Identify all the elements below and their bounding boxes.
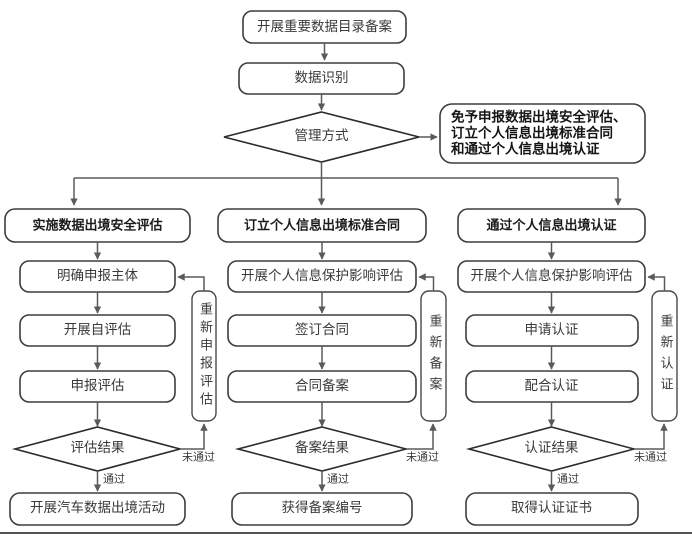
branch-certification: 通过个人信息出境认证 开展个人信息保护影响评估 申请认证 配合认证 认证结果 未… xyxy=(457,208,678,526)
branch-contract-step-1[interactable]: 开展个人信息保护影响评估 xyxy=(227,260,417,293)
branch-assessment-step-1-label: 明确申报主体 xyxy=(57,268,138,283)
branch-certification-header[interactable]: 通过个人信息出境认证 xyxy=(457,208,646,243)
branch-certification-pass-label: 通过 xyxy=(557,473,579,486)
node-exempt-callout-shape xyxy=(439,103,646,164)
connector-assessment-fail-loop xyxy=(180,423,208,450)
branch-contract-loop-box-label: 重新备案 xyxy=(428,313,443,398)
node-exempt-callout-line1: 免予申报数据出境安全评估、 xyxy=(451,109,627,125)
branch-contract-fail-label: 未通过 xyxy=(406,451,439,464)
connector-certification-loop-return xyxy=(647,273,666,291)
branch-assessment-loop-box[interactable]: 重新申报评估 xyxy=(191,290,217,422)
branch-contract-decision-label: 备案结果 xyxy=(295,439,349,455)
branch-assessment-header[interactable]: 实施数据出境安全评估 xyxy=(4,208,191,243)
branch-certification-step-2-label: 申请认证 xyxy=(525,322,579,337)
branch-assessment-step-3[interactable]: 申报评估 xyxy=(19,370,176,403)
branch-assessment-step-1[interactable]: 明确申报主体 xyxy=(19,260,176,293)
branch-certification-step-2[interactable]: 申请认证 xyxy=(465,314,639,347)
node-exempt-callout[interactable]: 免予申报数据出境安全评估、 订立个人信息出境标准合同 和通过个人信息出境认证 xyxy=(439,103,646,164)
branch-assessment-pass-label: 通过 xyxy=(103,473,125,486)
branch-assessment-fail-label: 未通过 xyxy=(182,451,215,464)
node-data-identification[interactable]: 数据识别 xyxy=(238,62,405,95)
branch-assessment-step-3-label: 申报评估 xyxy=(71,378,125,393)
branch-assessment-loop-box-label: 重新申报评估 xyxy=(198,301,213,410)
decision-management-method[interactable]: 管理方式 xyxy=(223,111,420,163)
branch-contract-step-2-label: 签订合同 xyxy=(295,321,349,337)
branch-certification-outcome-label: 取得认证证书 xyxy=(511,499,592,515)
branch-contract-step-3-label: 合同备案 xyxy=(295,377,349,393)
branch-certification-header-label: 通过个人信息出境认证 xyxy=(486,217,616,232)
branch-assessment-outcome-label: 开展汽车数据出境活动 xyxy=(30,499,165,515)
node-data-identification-label: 数据识别 xyxy=(295,70,349,85)
connector-certification-fail-loop xyxy=(634,423,668,450)
branch-assessment-decision-label: 评估结果 xyxy=(71,440,125,455)
decision-management-method-label: 管理方式 xyxy=(295,128,349,143)
branch-contract-step-1-label: 开展个人信息保护影响评估 xyxy=(241,267,403,283)
branch-assessment: 实施数据出境安全评估 明确申报主体 开展自评估 申报评估 评估结果 未通过 xyxy=(4,208,217,526)
branch-assessment-step-2-label: 开展自评估 xyxy=(64,322,132,337)
branch-certification-loop-box-label: 重新认证 xyxy=(659,313,674,398)
node-exempt-callout-line3: 和通过个人信息出境认证 xyxy=(451,141,600,157)
branch-certification-outcome[interactable]: 取得认证证书 xyxy=(465,492,639,526)
branch-assessment-header-label: 实施数据出境安全评估 xyxy=(32,217,162,232)
branch-certification-loop-box[interactable]: 重新认证 xyxy=(651,290,678,422)
branch-contract-outcome-shape xyxy=(231,492,413,526)
connector-contract-fail-loop xyxy=(406,423,437,450)
connector-contract-loop-return xyxy=(418,273,435,291)
branch-contract-outcome-label: 获得备案编号 xyxy=(282,499,363,515)
branch-certification-step-1-label: 开展个人信息保护影响评估 xyxy=(471,267,633,283)
branch-contract-header[interactable]: 订立个人信息出境标准合同 xyxy=(217,208,427,243)
branch-contract-pass-label: 通过 xyxy=(327,473,349,486)
branch-assessment-decision[interactable]: 评估结果 xyxy=(11,426,184,472)
branch-contract-step-2[interactable]: 签订合同 xyxy=(227,314,417,347)
branch-contract: 订立个人信息出境标准合同 开展个人信息保护影响评估 签订合同 合同备案 备案结果… xyxy=(217,208,447,526)
branch-assessment-step-2[interactable]: 开展自评估 xyxy=(19,314,176,347)
branch-certification-step-3[interactable]: 配合认证 xyxy=(465,370,639,403)
node-top-filing-label: 开展重要数据目录备案 xyxy=(257,18,392,34)
branch-certification-fail-label: 未通过 xyxy=(634,451,667,464)
node-top-filing[interactable]: 开展重要数据目录备案 xyxy=(242,10,407,44)
branch-certification-step-3-label: 配合认证 xyxy=(525,378,579,393)
branch-contract-decision[interactable]: 备案结果 xyxy=(234,426,410,472)
branch-certification-step-1[interactable]: 开展个人信息保护影响评估 xyxy=(457,260,646,293)
branch-contract-loop-box[interactable]: 重新备案 xyxy=(420,290,447,422)
branch-assessment-outcome-shape xyxy=(9,492,186,526)
branch-assessment-outcome[interactable]: 开展汽车数据出境活动 xyxy=(9,492,186,526)
branch-contract-outcome[interactable]: 获得备案编号 xyxy=(231,492,413,526)
branch-contract-header-label: 订立个人信息出境标准合同 xyxy=(244,217,400,232)
branch-certification-outcome-shape xyxy=(465,492,639,526)
connector-assessment-loop-return xyxy=(177,273,205,291)
branch-certification-decision-label: 认证结果 xyxy=(525,440,579,455)
branch-certification-decision[interactable]: 认证结果 xyxy=(465,426,638,472)
node-exempt-callout-line2: 订立个人信息出境标准合同 xyxy=(451,125,613,141)
branch-contract-step-3[interactable]: 合同备案 xyxy=(227,370,417,403)
